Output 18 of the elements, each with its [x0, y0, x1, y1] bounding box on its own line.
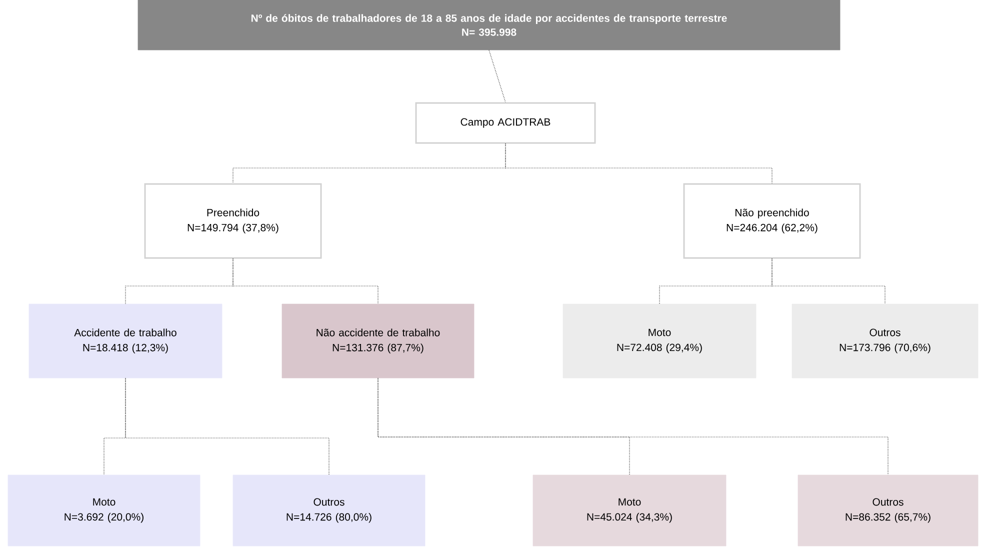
category-box: Outros N=173.796 (70,6%): [792, 304, 978, 378]
category-box: Moto N=3.692 (20,0%): [8, 474, 200, 546]
category-box: Outros N=86.352 (65,7%): [798, 474, 978, 546]
branch-box: Não preenchido N=246.204 (62,2%): [683, 183, 861, 259]
category-box: Outros N=14.726 (80,0%): [232, 474, 426, 546]
branch-box: Preenchido N=149.794 (37,8%): [144, 183, 322, 259]
connector-line: [772, 258, 886, 304]
connector-line: [378, 378, 888, 476]
connector-line: [125, 378, 330, 476]
category-box: Moto N=45.024 (34,3%): [532, 474, 726, 546]
category-box: Moto N=72.408 (29,4%): [562, 304, 756, 378]
category-box: Accidente de trabalho N=18.418 (12,3%): [28, 304, 222, 378]
connector-line: [488, 50, 506, 103]
branch-box: Campo ACIDTRAB: [415, 102, 596, 144]
category-box: Não accidente de trabalho N=131.376 (87,7%): [282, 304, 474, 378]
header-box: Nº de óbitos de trabalhadores de 18 a 85 anos de idade por accidentes de transporte terrestre N= 395.998: [138, 0, 840, 50]
connector-line: [232, 258, 378, 304]
connector-line: [505, 143, 772, 184]
